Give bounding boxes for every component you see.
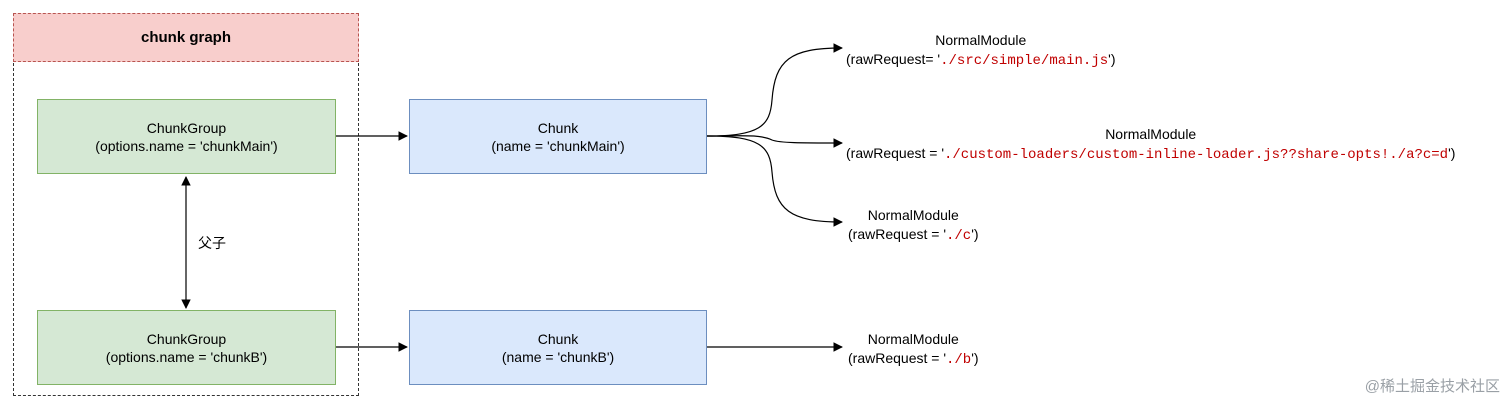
relation-label: 父子 [198,235,226,251]
chunk-main-label: Chunk [537,119,579,136]
module-inline-request: (rawRequest = './custom-loaders/custom-i… [846,145,1456,163]
chunk-graph-title: chunk graph [140,29,231,46]
module-b-code: ./b [946,352,972,368]
module-main-title: NormalModule [935,32,1027,48]
module-c: NormalModule (rawRequest = './c') [848,206,979,246]
module-inline: NormalModule (rawRequest = './custom-loa… [846,125,1455,165]
chunkgroup-b-detail: (options.name = 'chunkB') [105,348,268,365]
module-main: NormalModule (rawRequest= './src/simple/… [846,31,1115,71]
module-c-request: (rawRequest = './c') [848,226,979,244]
module-c-code: ./c [946,228,972,244]
chunkgroup-main-label: ChunkGroup [146,119,227,136]
module-c-title: NormalModule [867,207,959,223]
module-b: NormalModule (rawRequest = './b') [848,330,979,370]
module-b-request: (rawRequest = './b') [848,350,979,368]
chunkgroup-main-detail: (options.name = 'chunkMain') [95,137,278,154]
module-inline-code: ./custom-loaders/custom-inline-loader.js… [944,147,1449,163]
chunk-b-label: Chunk [537,330,579,347]
edge-chunk-main-to-module-inline [706,135,843,148]
module-main-request: (rawRequest= './src/simple/main.js') [846,51,1116,69]
chunk-main-detail: (name = 'chunkMain') [491,137,625,154]
module-main-code: ./src/simple/main.js [940,53,1109,69]
edge-chunk-main-to-module-main [706,43,843,137]
watermark: @稀土掘金技术社区 [1364,378,1500,395]
chunkgroup-main: ChunkGroup (options.name = 'chunkMain') [37,99,336,174]
chunk-main: Chunk (name = 'chunkMain') [409,99,707,174]
module-inline-title: NormalModule [1105,126,1197,142]
edge-chunk-main-to-module-c [706,135,843,227]
chunk-b: Chunk (name = 'chunkB') [409,310,707,385]
chunkgroup-b-label: ChunkGroup [146,330,227,347]
chunk-b-detail: (name = 'chunkB') [501,348,615,365]
chunkgroup-b: ChunkGroup (options.name = 'chunkB') [37,310,336,385]
module-b-title: NormalModule [867,331,959,347]
chunk-graph-header: chunk graph [13,13,359,62]
